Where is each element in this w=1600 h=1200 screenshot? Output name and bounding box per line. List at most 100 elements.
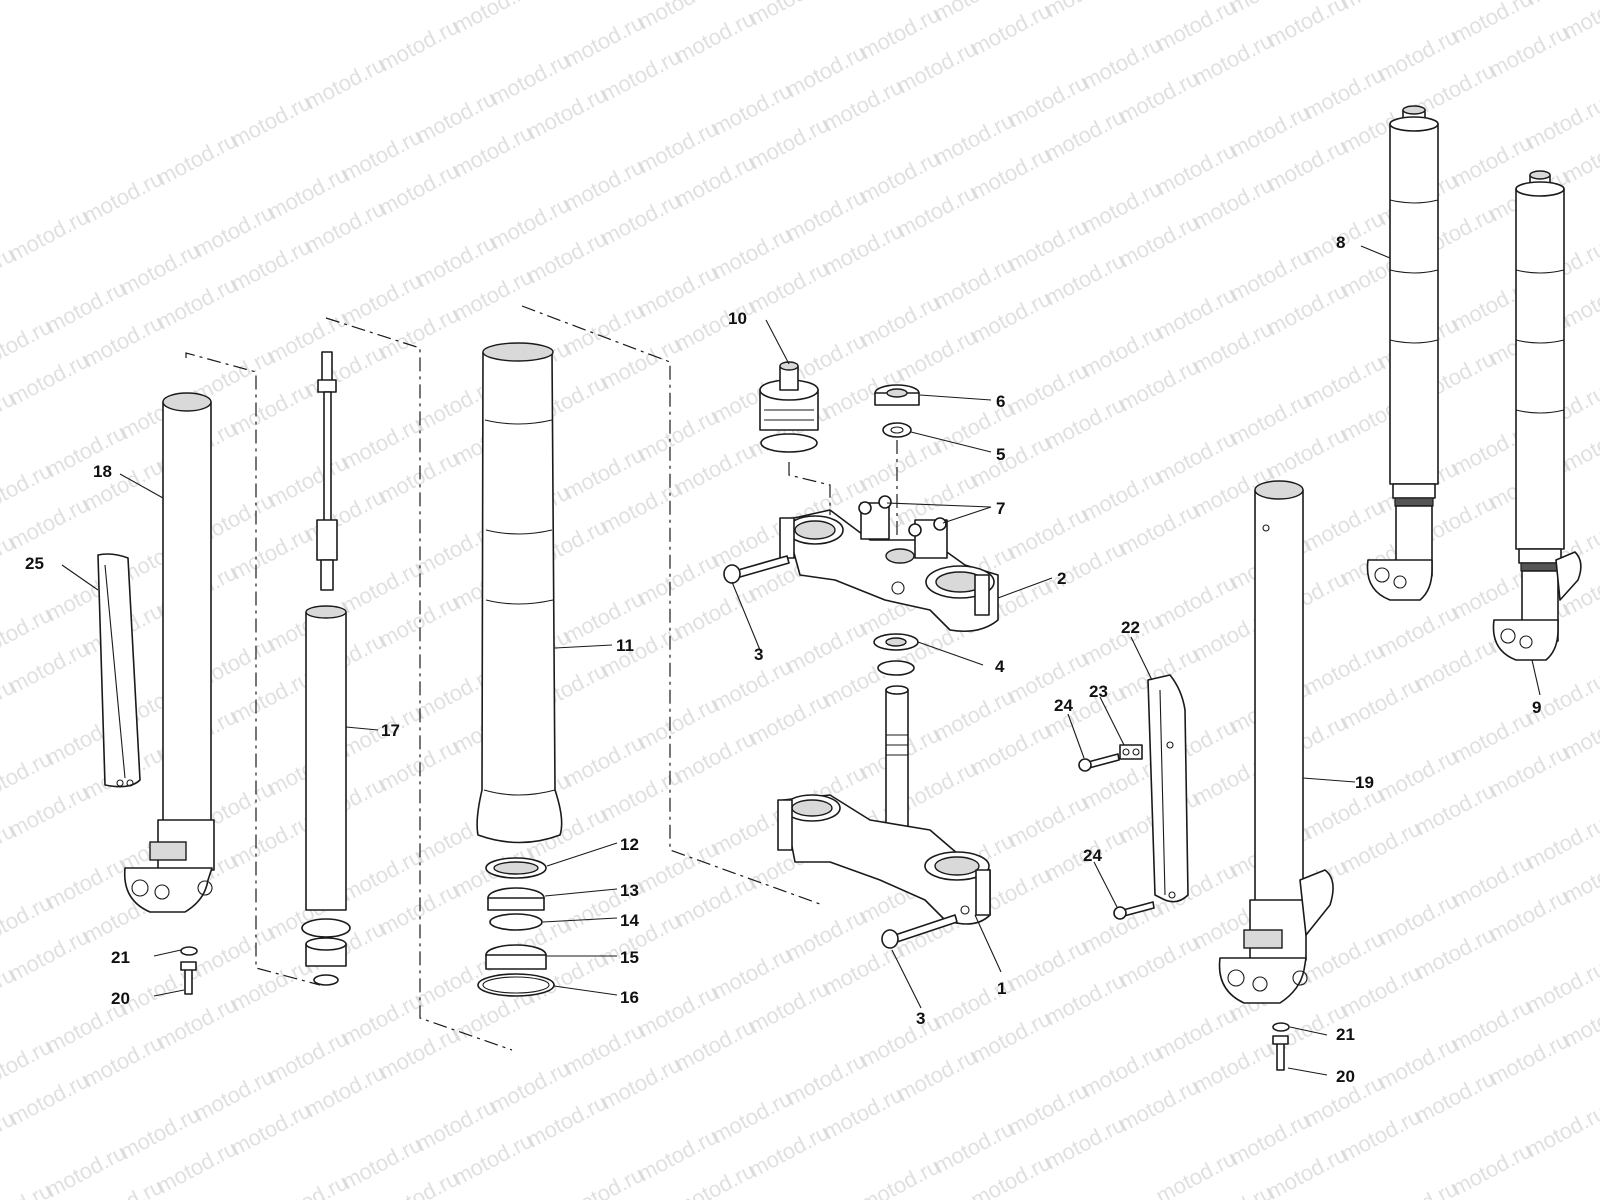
callout-21-right: 21: [1336, 1025, 1355, 1044]
watermark-text: motod.ru: [671, 438, 759, 501]
watermark-text: motod.ru: [745, 1120, 833, 1183]
watermark-text: motod.ru: [42, 1140, 130, 1200]
watermark-text: motod.ru: [671, 582, 759, 645]
fork-leg-left: [123, 352, 321, 995]
watermark-text: motod.ru: [227, 522, 315, 585]
guard-screws-24: [1078, 753, 1155, 920]
watermark-text: motod.ru: [1041, 104, 1129, 167]
watermark-text: motod.ru: [1263, 422, 1351, 485]
watermark-text: motod.ru: [745, 112, 833, 175]
lower-triple-clamp: [777, 685, 991, 925]
watermark-text: motod.ru: [1189, 28, 1277, 91]
watermark-text: motod.ru: [967, 430, 1055, 493]
callout-3-upper: 3: [754, 645, 763, 664]
watermark-text: motod.ru: [745, 976, 833, 1039]
watermark-text: motod.ru: [893, 180, 981, 243]
watermark-text: motod.ru: [893, 324, 981, 387]
watermark-text: motod.ru: [375, 1022, 463, 1085]
watermark-text: motod.ru: [375, 878, 463, 941]
callout-19: 19: [1355, 773, 1374, 792]
callout-23: 23: [1089, 682, 1108, 701]
fork-leg-right: [1218, 480, 1334, 1071]
fork-guard-left: [97, 553, 141, 788]
watermark-text: motod.ru: [745, 688, 833, 751]
watermark-text: motod.ru: [301, 196, 389, 259]
callout-24-upper: 24: [1054, 696, 1073, 715]
watermark-text: motod.ru: [375, 158, 463, 221]
watermark-text: motod.ru: [1337, 960, 1425, 1023]
outer-tube: [476, 305, 821, 905]
watermark-text: motod.ru: [597, 476, 685, 539]
callouts: 18 25 17 11 12 13 14 15 16 10 6 5 7 2 3 …: [25, 233, 1541, 1086]
watermark-text: motod.ru: [1152, 1146, 1240, 1200]
watermark-text: motod.ru: [227, 234, 315, 297]
watermark-text: motod.ru: [1337, 672, 1425, 735]
watermark-text: motod.ru: [893, 36, 981, 99]
callout-25: 25: [25, 554, 44, 573]
watermark-text: motod.ru: [597, 188, 685, 251]
callout-10: 10: [728, 309, 747, 328]
watermark-text: motod.ru: [1115, 498, 1203, 561]
watermark-text: motod.ru: [597, 1052, 685, 1115]
callout-6: 6: [996, 392, 1005, 411]
callout-15: 15: [620, 948, 639, 967]
callout-1: 1: [997, 979, 1006, 998]
watermark-text: motod.ru: [375, 446, 463, 509]
watermark-text: motod.ru: [1337, 0, 1425, 14]
watermark-text: motod.ru: [671, 870, 759, 933]
watermark-text: motod.ru: [5, 204, 93, 267]
watermark-text: motod.ru: [1522, 956, 1600, 1019]
stem-nut-cap-6-5: [874, 384, 920, 540]
guard-bracket-23: [1119, 744, 1143, 760]
callout-9: 9: [1532, 698, 1541, 717]
fork-assembly-8: [1366, 105, 1439, 601]
watermark-text: motod.ru: [227, 810, 315, 873]
callout-2: 2: [1057, 569, 1066, 588]
callout-12: 12: [620, 835, 639, 854]
callout-18: 18: [93, 462, 112, 481]
watermark-text: motod.ru: [449, 264, 537, 327]
watermark-text: motod.ru: [1263, 0, 1351, 52]
watermark-text: motod.ru: [375, 590, 463, 653]
watermark-text: motod.ru: [1189, 316, 1277, 379]
watermark-text: motod.ru: [227, 1098, 315, 1161]
callout-21-left: 21: [111, 948, 130, 967]
watermark-text: motod.ru: [5, 492, 93, 555]
watermark-text: motod.ru: [523, 1090, 611, 1153]
watermark-text: motod.ru: [1448, 1138, 1536, 1200]
watermark-text: motod.ru: [375, 14, 463, 77]
bearing-washers-4: [873, 633, 919, 676]
watermark-text: motod.ru: [375, 302, 463, 365]
watermark-text: motod.ru: [79, 166, 167, 229]
watermark-text: motod.ru: [967, 0, 1055, 60]
watermark-text: motod.ru: [1485, 884, 1573, 947]
watermark-text: motod.ru: [967, 718, 1055, 781]
watermark-text: motod.ru: [5, 348, 93, 411]
watermark-text: motod.ru: [1115, 930, 1203, 993]
damper-cartridge: [301, 317, 513, 1051]
watermark-text: motod.ru: [1522, 812, 1600, 875]
watermark-text: motod.ru: [79, 310, 167, 373]
watermark-text: motod.ru: [597, 908, 685, 971]
watermark-text: motod.ru: [1041, 968, 1129, 1031]
callout-8: 8: [1336, 233, 1345, 252]
watermark-text: motod.ru: [819, 74, 907, 137]
watermark-text: motod.ru: [1485, 20, 1573, 83]
watermark-text: motod.ru: [301, 484, 389, 547]
callout-17: 17: [381, 721, 400, 740]
watermark-text: motod.ru: [301, 52, 389, 115]
watermark-text: motod.ru: [671, 6, 759, 69]
watermark-text: motod.ru: [671, 726, 759, 789]
watermark-text: motod.ru: [745, 0, 833, 30]
watermark-text: motod.ru: [227, 90, 315, 153]
watermark-text: motod.ru: [1411, 1066, 1499, 1129]
clamp-bolt-lower: [881, 914, 958, 949]
watermark-text: motod.ru: [523, 226, 611, 289]
watermark-text: motod.ru: [153, 992, 241, 1055]
watermark-text: motod.ru: [1115, 210, 1203, 273]
seal-stack: [477, 857, 555, 997]
watermark-text: motod.ru: [153, 128, 241, 191]
watermark-text: motod.ru: [1041, 0, 1129, 22]
callout-5: 5: [996, 445, 1005, 464]
